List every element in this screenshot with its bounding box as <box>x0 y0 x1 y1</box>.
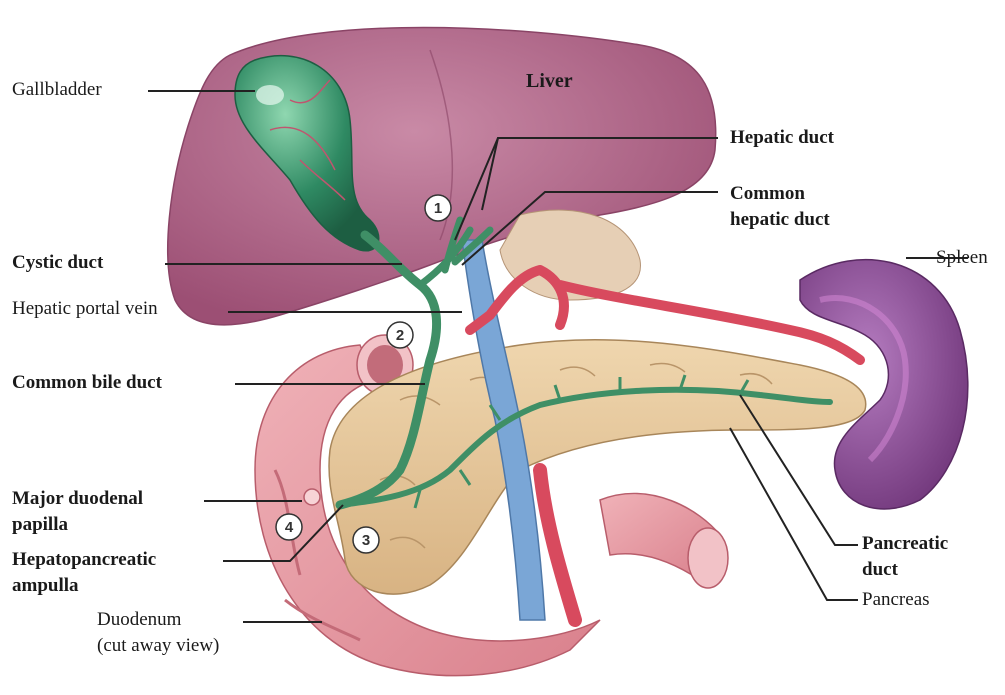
label-liver: Liver <box>526 69 573 93</box>
svg-text:1: 1 <box>434 200 442 217</box>
marker-2: 2 <box>387 322 413 348</box>
label-gallbladder: Gallbladder <box>12 78 102 102</box>
label-common-bile-duct: Common bile duct <box>12 371 162 395</box>
label-pancreatic-duct-1: Pancreatic <box>862 532 948 556</box>
label-duodenum-1: Duodenum <box>97 608 181 632</box>
label-common-hepatic-duct-1: Common <box>730 182 805 206</box>
label-hepatic-portal-vein: Hepatic portal vein <box>12 297 158 321</box>
marker-4: 4 <box>276 514 302 540</box>
marker-3: 3 <box>353 527 379 553</box>
label-major-duodenal-papilla-2: papilla <box>12 513 68 537</box>
label-pancreas: Pancreas <box>862 588 930 612</box>
label-hepatic-duct: Hepatic duct <box>730 126 834 150</box>
svg-text:4: 4 <box>285 519 294 536</box>
label-spleen: Spleen <box>936 246 988 270</box>
label-major-duodenal-papilla-1: Major duodenal <box>12 487 143 511</box>
label-hepatopancreatic-ampulla-1: Hepatopancreatic <box>12 548 156 572</box>
svg-text:3: 3 <box>362 532 370 549</box>
marker-1: 1 <box>425 195 451 221</box>
label-duodenum-2: (cut away view) <box>97 634 219 658</box>
label-common-hepatic-duct-2: hepatic duct <box>730 208 830 232</box>
svg-text:2: 2 <box>396 327 404 344</box>
label-cystic-duct: Cystic duct <box>12 251 103 275</box>
label-hepatopancreatic-ampulla-2: ampulla <box>12 574 79 598</box>
label-pancreatic-duct-2: duct <box>862 558 898 582</box>
